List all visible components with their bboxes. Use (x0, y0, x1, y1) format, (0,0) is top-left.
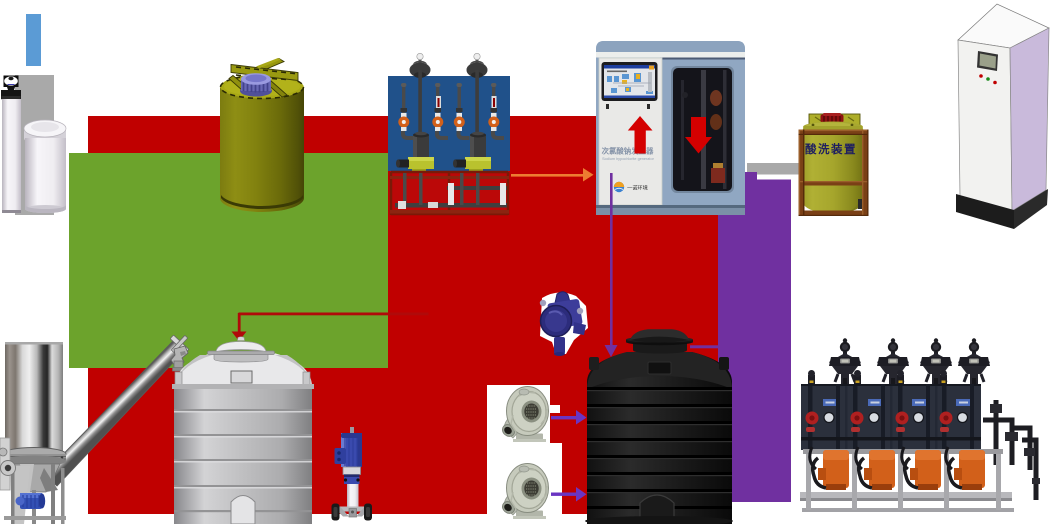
svg-text:Sodium hypochlorite generator: Sodium hypochlorite generator (602, 157, 654, 161)
svg-text:酸洗装置: 酸洗装置 (805, 142, 857, 156)
svg-text:次氯酸钠发生器: 次氯酸钠发生器 (602, 147, 654, 156)
svg-text:一诺环境: 一诺环境 (627, 184, 648, 192)
